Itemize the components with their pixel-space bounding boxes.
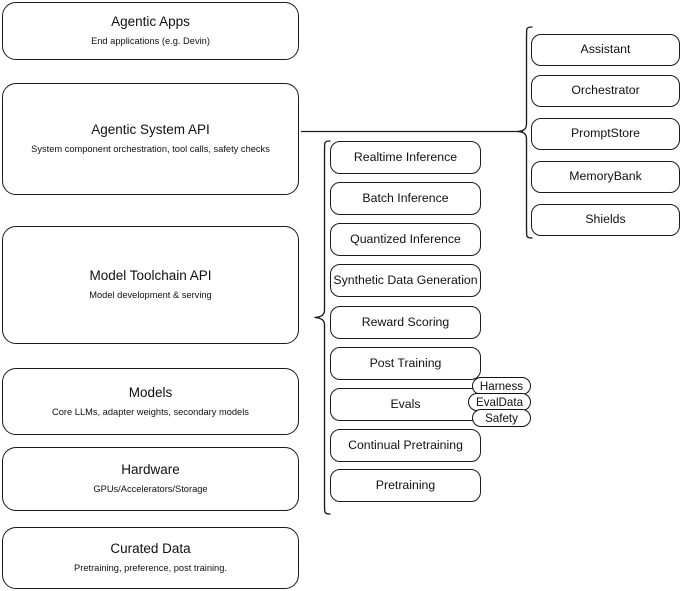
- layer-agentic-system-api[interactable]: Agentic System API System component orch…: [2, 83, 299, 195]
- layer-subtitle: End applications (e.g. Devin): [91, 36, 210, 47]
- system-component-promptstore[interactable]: PromptStore: [531, 118, 680, 150]
- capability-pretraining[interactable]: Pretraining: [330, 469, 481, 502]
- layer-subtitle: System component orchestration, tool cal…: [31, 144, 270, 155]
- capability-label: Synthetic Data Generation: [333, 272, 478, 287]
- system-component-assistant[interactable]: Assistant: [531, 34, 680, 66]
- capability-quantized-inference[interactable]: Quantized Inference: [330, 223, 481, 256]
- layer-title: Curated Data: [110, 541, 191, 557]
- capability-post-training[interactable]: Post Training: [330, 347, 481, 380]
- capability-evals[interactable]: Evals: [330, 388, 481, 421]
- capability-reward-scoring[interactable]: Reward Scoring: [330, 306, 481, 339]
- capability-label: Realtime Inference: [353, 149, 458, 164]
- system-component-shields[interactable]: Shields: [531, 204, 680, 236]
- layer-hardware[interactable]: Hardware GPUs/Accelerators/Storage: [2, 447, 299, 511]
- layer-title: Agentic System API: [91, 122, 210, 138]
- capability-label: Reward Scoring: [361, 314, 450, 329]
- layer-model-toolchain-api[interactable]: Model Toolchain API Model development & …: [2, 226, 299, 344]
- capability-label: Pretraining: [375, 477, 436, 492]
- layer-title: Model Toolchain API: [89, 268, 212, 284]
- layer-title: Agentic Apps: [111, 14, 190, 30]
- pill-label: Harness: [479, 379, 524, 393]
- capability-synthetic-data-generation[interactable]: Synthetic Data Generation: [330, 264, 481, 297]
- capability-label: Batch Inference: [362, 190, 449, 205]
- capability-label: Continual Pretraining: [348, 437, 463, 452]
- layer-models[interactable]: Models Core LLMs, adapter weights, secon…: [2, 368, 299, 435]
- system-component-label: PromptStore: [570, 126, 641, 141]
- layer-subtitle: Core LLMs, adapter weights, secondary mo…: [52, 406, 249, 417]
- capability-continual-pretraining[interactable]: Continual Pretraining: [330, 429, 481, 462]
- layer-curated-data[interactable]: Curated Data Pretraining, preference, po…: [2, 527, 299, 589]
- pill-label: EvalData: [475, 395, 524, 409]
- system-component-label: Orchestrator: [571, 83, 640, 98]
- system-component-orchestrator[interactable]: Orchestrator: [531, 75, 680, 107]
- layer-subtitle: GPUs/Accelerators/Storage: [93, 484, 208, 495]
- layer-subtitle: Pretraining, preference, post training.: [74, 563, 227, 574]
- capability-label: Quantized Inference: [350, 231, 461, 246]
- system-component-label: Shields: [585, 212, 626, 227]
- layer-title: Hardware: [121, 462, 180, 478]
- system-component-label: Assistant: [580, 42, 631, 57]
- capability-label: Evals: [390, 396, 421, 411]
- system-component-label: MemoryBank: [569, 169, 642, 184]
- evals-subcomponent-safety[interactable]: Safety: [472, 409, 531, 427]
- capability-label: Post Training: [369, 355, 442, 370]
- layer-title: Models: [128, 384, 173, 400]
- pill-label: Safety: [485, 411, 518, 425]
- layer-agentic-apps[interactable]: Agentic Apps End applications (e.g. Devi…: [2, 2, 299, 60]
- system-component-memorybank[interactable]: MemoryBank: [531, 161, 680, 193]
- layer-subtitle: Model development & serving: [89, 290, 212, 301]
- capability-batch-inference[interactable]: Batch Inference: [330, 182, 481, 215]
- capability-realtime-inference[interactable]: Realtime Inference: [330, 141, 481, 174]
